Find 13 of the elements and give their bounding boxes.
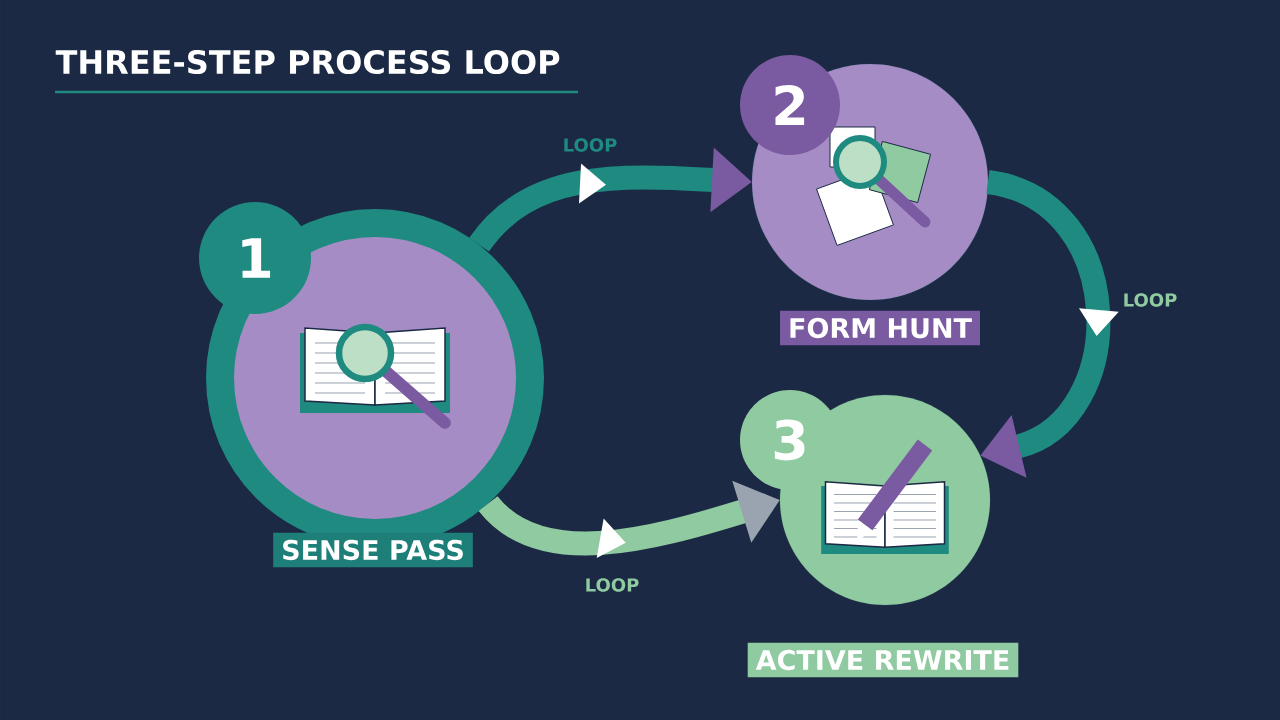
step-circle	[740, 390, 1019, 678]
step-number-badge: 3	[740, 390, 840, 490]
step-label: FORM HUNT	[780, 310, 980, 346]
step-number-badge: 1	[199, 202, 311, 314]
edge-label: LOOP	[582, 576, 642, 594]
edge-label: LOOP	[560, 136, 620, 154]
step-label: SENSE PASS	[273, 532, 473, 568]
step-circle	[740, 55, 989, 346]
step-circle	[199, 202, 544, 568]
step-label: ACTIVE REWRITE	[747, 642, 1019, 678]
edge-label: LOOP	[1120, 291, 1180, 309]
step-number-badge: 2	[740, 55, 840, 155]
title: THREE-STEP PROCESS LOOP	[55, 49, 560, 75]
